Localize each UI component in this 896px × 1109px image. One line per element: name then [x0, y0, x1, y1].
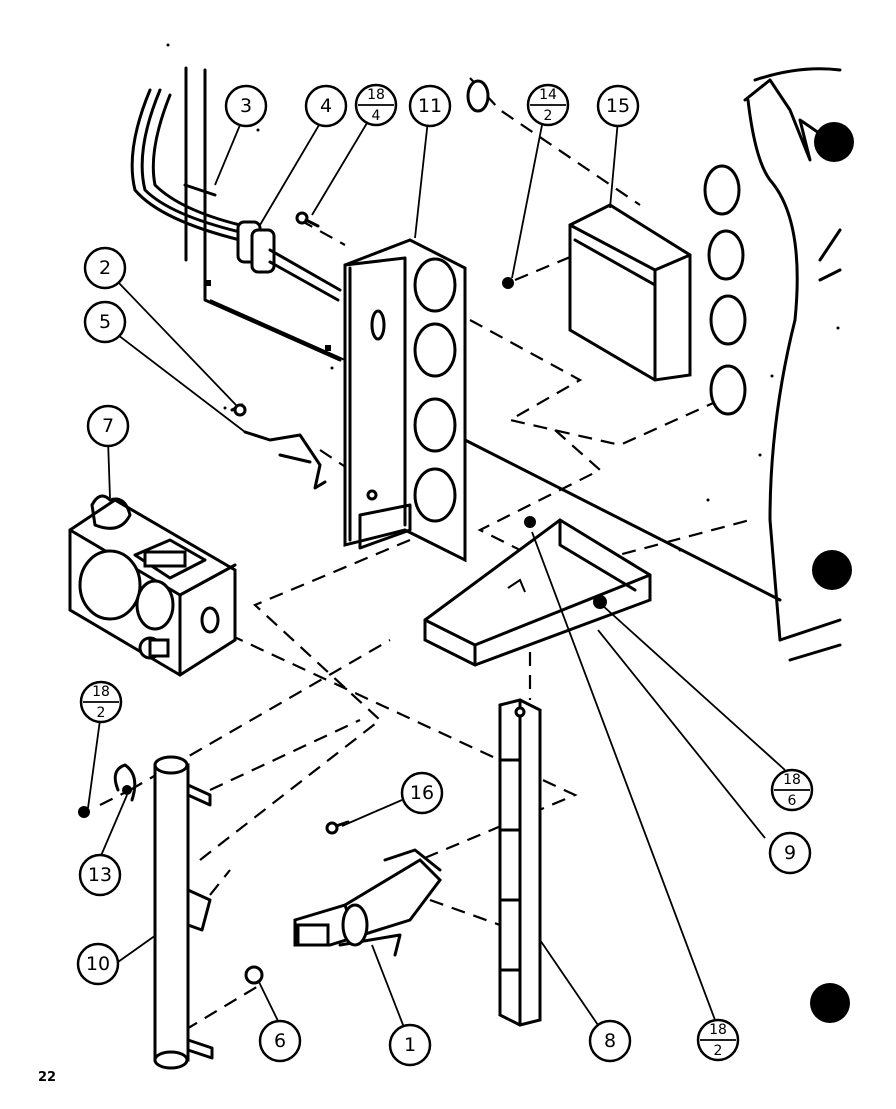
manifold-pipe [153, 755, 214, 1070]
control-box [568, 203, 692, 382]
callout-9: 9 [768, 831, 812, 875]
svg-text:2: 2 [99, 257, 111, 279]
callout-10: 10 [76, 942, 120, 986]
vertical-bracket [343, 238, 467, 563]
fraction-callout-18-6: 18 6 [770, 768, 814, 812]
callout-1: 1 [388, 1023, 432, 1067]
callout-7: 7 [86, 404, 130, 448]
screw-18-4 [295, 211, 320, 228]
svg-text:4: 4 [320, 95, 332, 117]
svg-text:8: 8 [604, 1030, 616, 1052]
svg-text:15: 15 [606, 95, 630, 117]
fraction-callout-14-2: 14 2 [526, 83, 570, 127]
burner [293, 820, 442, 957]
igniter-assembly [230, 403, 327, 490]
fraction-callout-18-4: 18 4 [354, 83, 398, 127]
svg-text:18: 18 [709, 1022, 727, 1038]
svg-text:2: 2 [97, 705, 106, 721]
svg-text:18: 18 [92, 684, 110, 700]
callout-15: 15 [596, 84, 640, 128]
callout-2: 2 [83, 246, 127, 290]
svg-text:9: 9 [784, 842, 796, 864]
wire-harness [130, 88, 242, 242]
cabinet-panel [703, 67, 854, 1023]
svg-text:6: 6 [788, 793, 797, 809]
fraction-callout-18-2-left: 18 2 [79, 680, 123, 724]
callout-4: 4 [304, 84, 348, 128]
callout-3: 3 [224, 84, 268, 128]
orifice [244, 965, 264, 985]
svg-text:14: 14 [539, 87, 557, 103]
svg-text:3: 3 [240, 95, 252, 117]
svg-text:5: 5 [99, 311, 111, 333]
callout-8: 8 [588, 1019, 632, 1063]
svg-text:1: 1 [404, 1034, 416, 1056]
screw-14-2 [502, 277, 514, 289]
panel-edge-line [463, 438, 782, 602]
page-number: 22 [38, 1070, 57, 1085]
callout-13: 13 [78, 853, 122, 897]
svg-text:16: 16 [410, 782, 434, 804]
svg-text:11: 11 [418, 95, 442, 117]
mounting-plate [183, 66, 346, 362]
svg-text:4: 4 [372, 108, 381, 124]
callout-16: 16 [400, 771, 444, 815]
svg-text:7: 7 [102, 415, 114, 437]
vertical-channel [498, 698, 542, 1027]
callout-5: 5 [83, 300, 127, 344]
svg-text:6: 6 [274, 1030, 286, 1052]
screw-18-2-left [78, 806, 90, 818]
top-ring [466, 79, 490, 113]
leader-lines [87, 117, 786, 1031]
svg-text:18: 18 [783, 772, 801, 788]
svg-text:2: 2 [544, 108, 553, 124]
sensor-probe [236, 220, 342, 302]
svg-text:10: 10 [86, 953, 110, 975]
callout-6: 6 [258, 1019, 302, 1063]
gas-valve [68, 494, 237, 677]
callout-11: 11 [408, 84, 452, 128]
svg-text:2: 2 [714, 1043, 723, 1059]
svg-text:18: 18 [367, 87, 385, 103]
clip [113, 763, 137, 802]
fraction-callout-18-2-bottom: 18 2 [696, 1018, 740, 1062]
stray-dots [166, 43, 840, 552]
svg-text:13: 13 [88, 864, 112, 886]
